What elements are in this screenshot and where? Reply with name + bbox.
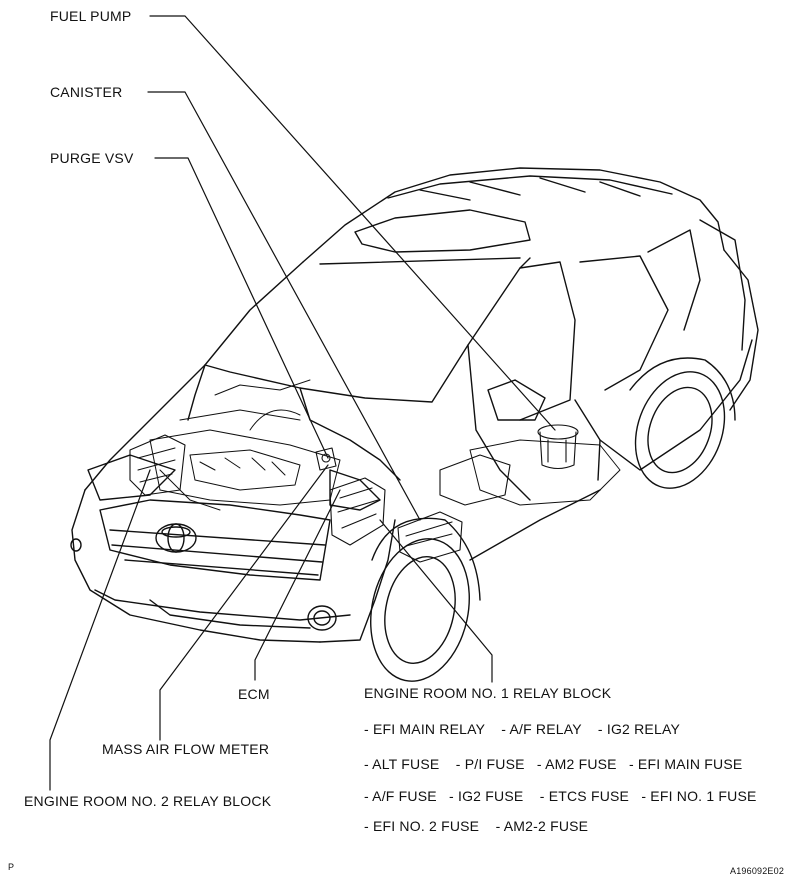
label-fuel-pump: FUEL PUMP bbox=[50, 8, 132, 24]
relay-items-line-3: - A/F FUSE - IG2 FUSE - ETCS FUSE - EFI … bbox=[364, 788, 757, 804]
ecm-part bbox=[329, 477, 386, 546]
engine-room-no1-relay-block-part bbox=[397, 511, 463, 563]
relay-items-line-1: - EFI MAIN RELAY - A/F RELAY - IG2 RELAY bbox=[364, 721, 680, 737]
engine-room-no2-relay-block-part bbox=[129, 434, 186, 496]
vehicle-body bbox=[70, 167, 759, 682]
canister-part bbox=[439, 454, 511, 506]
relay-items-line-2: - ALT FUSE - P/I FUSE - AM2 FUSE - EFI M… bbox=[364, 756, 743, 772]
label-engine-room-no1-relay-block: ENGINE ROOM NO. 1 RELAY BLOCK bbox=[364, 685, 612, 701]
leader-lines bbox=[49, 15, 556, 791]
label-engine-room-no2-relay-block: ENGINE ROOM NO. 2 RELAY BLOCK bbox=[24, 793, 272, 809]
label-ecm: ECM bbox=[238, 686, 270, 702]
label-purge-vsv: PURGE VSV bbox=[50, 150, 134, 166]
label-mass-air-flow-meter: MASS AIR FLOW METER bbox=[102, 741, 270, 757]
footer-left-code: P bbox=[8, 862, 15, 872]
fuel-tank bbox=[469, 439, 621, 506]
figure-id: A196092E02 bbox=[730, 866, 785, 876]
label-canister: CANISTER bbox=[50, 84, 123, 100]
relay-items-line-4: - EFI NO. 2 FUSE - AM2-2 FUSE bbox=[364, 818, 589, 834]
fuel-pump-part bbox=[537, 424, 579, 470]
